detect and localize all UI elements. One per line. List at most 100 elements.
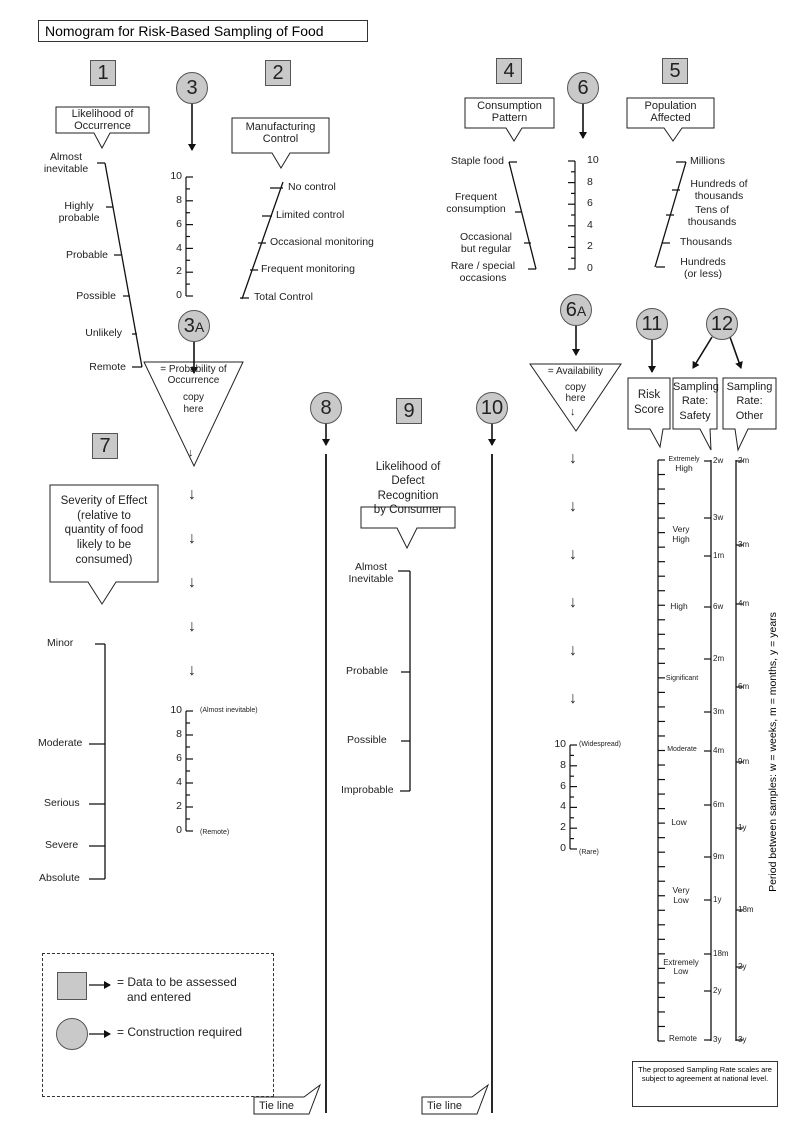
other-9m: 9m xyxy=(738,757,750,766)
scale3a-top-label: (Almost inevitable) xyxy=(200,707,258,714)
other-1y: 1y xyxy=(738,823,747,832)
scale2-total-control: Total Control xyxy=(254,291,313,303)
scale1-probable: Probable xyxy=(65,249,108,261)
callout-defect-recognition xyxy=(360,506,456,550)
scale7-moderate: Moderate xyxy=(38,737,83,749)
copy-arrow-3a-2: ↓ xyxy=(188,530,196,547)
other-2y: 2y xyxy=(738,962,747,971)
tie-line-label-box-10 xyxy=(421,1083,490,1115)
scale1-possible: Possible xyxy=(76,290,116,302)
copy-arrow-6a-small: ↓ xyxy=(570,406,576,418)
safety-3w: 3w xyxy=(713,513,724,522)
scale3-tick-0: 0 xyxy=(176,289,182,301)
scale3-tick-6: 6 xyxy=(176,218,182,230)
scale3a-tick-0: 0 xyxy=(176,824,182,836)
badge-1: 1 xyxy=(90,60,116,86)
scale7-absolute: Absolute xyxy=(39,872,80,884)
callout-risk-score xyxy=(627,377,671,449)
callout-sampling-safety xyxy=(672,377,718,451)
other-2m: 2m xyxy=(738,456,750,465)
safety-3y: 3y xyxy=(713,1035,722,1044)
copy-arrow-3a-4: ↓ xyxy=(188,618,196,635)
copy-arrow-6a-5: ↓ xyxy=(569,642,577,659)
safety-18m: 18m xyxy=(713,949,729,958)
other-18m: 18m xyxy=(738,905,754,914)
safety-6w: 6w xyxy=(713,602,724,611)
scale3a-tick-4: 4 xyxy=(176,776,182,788)
scale6a-top-label: (Widespread) xyxy=(579,741,622,748)
risk-low: Low xyxy=(671,817,687,827)
scale3-tick-10: 10 xyxy=(170,170,182,182)
scale2-frequent-monitoring: Frequent monitoring xyxy=(261,263,355,275)
safety-1y: 1y xyxy=(713,895,722,904)
safety-2y: 2y xyxy=(713,986,722,995)
copy-arrow-3a-small: ↓ xyxy=(188,447,194,459)
copy-arrow-6a-2: ↓ xyxy=(569,498,577,515)
badge-7: 7 xyxy=(92,433,118,459)
tie-line-label-8: Tie line xyxy=(259,1100,295,1112)
scale2-bracket xyxy=(240,181,284,300)
scale3-tick-4: 4 xyxy=(176,242,182,254)
safety-3m: 3m xyxy=(713,707,725,716)
callout-likelihood-occurrence xyxy=(55,106,150,150)
scale9-bracket xyxy=(398,570,411,792)
badge-12: 12 xyxy=(706,308,738,340)
callout-manufacturing-control xyxy=(231,117,330,169)
arrow-12-left xyxy=(692,336,713,369)
copy-arrow-3a-1: ↓ xyxy=(188,486,196,503)
scale9-probable: Probable xyxy=(346,665,389,677)
scale6a-tick-0: 0 xyxy=(560,842,566,854)
legend-square-symbol xyxy=(57,972,87,1000)
tick-marks xyxy=(185,160,743,1042)
scale6-tick-4: 4 xyxy=(587,219,593,231)
callout-severity xyxy=(49,484,159,605)
badge-4: 4 xyxy=(496,58,522,84)
risk-moderate: Moderate xyxy=(667,746,697,753)
badge-3: 3 xyxy=(176,72,208,104)
risk-remote: Remote xyxy=(668,1034,697,1043)
safety-9m: 9m xyxy=(713,852,725,861)
other-3m: 3m xyxy=(738,540,750,549)
scale9-possible: Possible xyxy=(347,734,387,746)
badge-6a: 6A xyxy=(560,294,592,326)
scale9-improbable: Improbable xyxy=(341,784,394,796)
safety-2m: 2m xyxy=(713,654,725,663)
scale7-severe: Severe xyxy=(45,839,79,851)
scale3-tick-2: 2 xyxy=(176,265,182,277)
page-title: Nomogram for Risk-Based Sampling of Food xyxy=(38,20,368,42)
legend-construction-text: = Construction required xyxy=(117,1025,243,1039)
scale3a-tick-6: 6 xyxy=(176,752,182,764)
scale3a-tick-10: 10 xyxy=(170,704,182,716)
safety-4m: 4m xyxy=(713,746,725,755)
safety-6m: 6m xyxy=(713,800,725,809)
scale6a-tick-8: 8 xyxy=(560,759,566,771)
badge-8: 8 xyxy=(310,392,342,424)
scale3a-tick-2: 2 xyxy=(176,800,182,812)
other-4m: 4m xyxy=(738,599,750,608)
scale5-millions: Millions xyxy=(690,155,726,167)
availability-triangle xyxy=(529,363,622,432)
copy-arrow-3a-5: ↓ xyxy=(188,662,196,679)
safety-1m: 1m xyxy=(713,551,725,560)
scale7-serious: Serious xyxy=(44,797,80,809)
scale6a-tick-6: 6 xyxy=(560,780,566,792)
badge-11: 11 xyxy=(636,308,668,340)
arrow-12-right xyxy=(729,336,743,369)
